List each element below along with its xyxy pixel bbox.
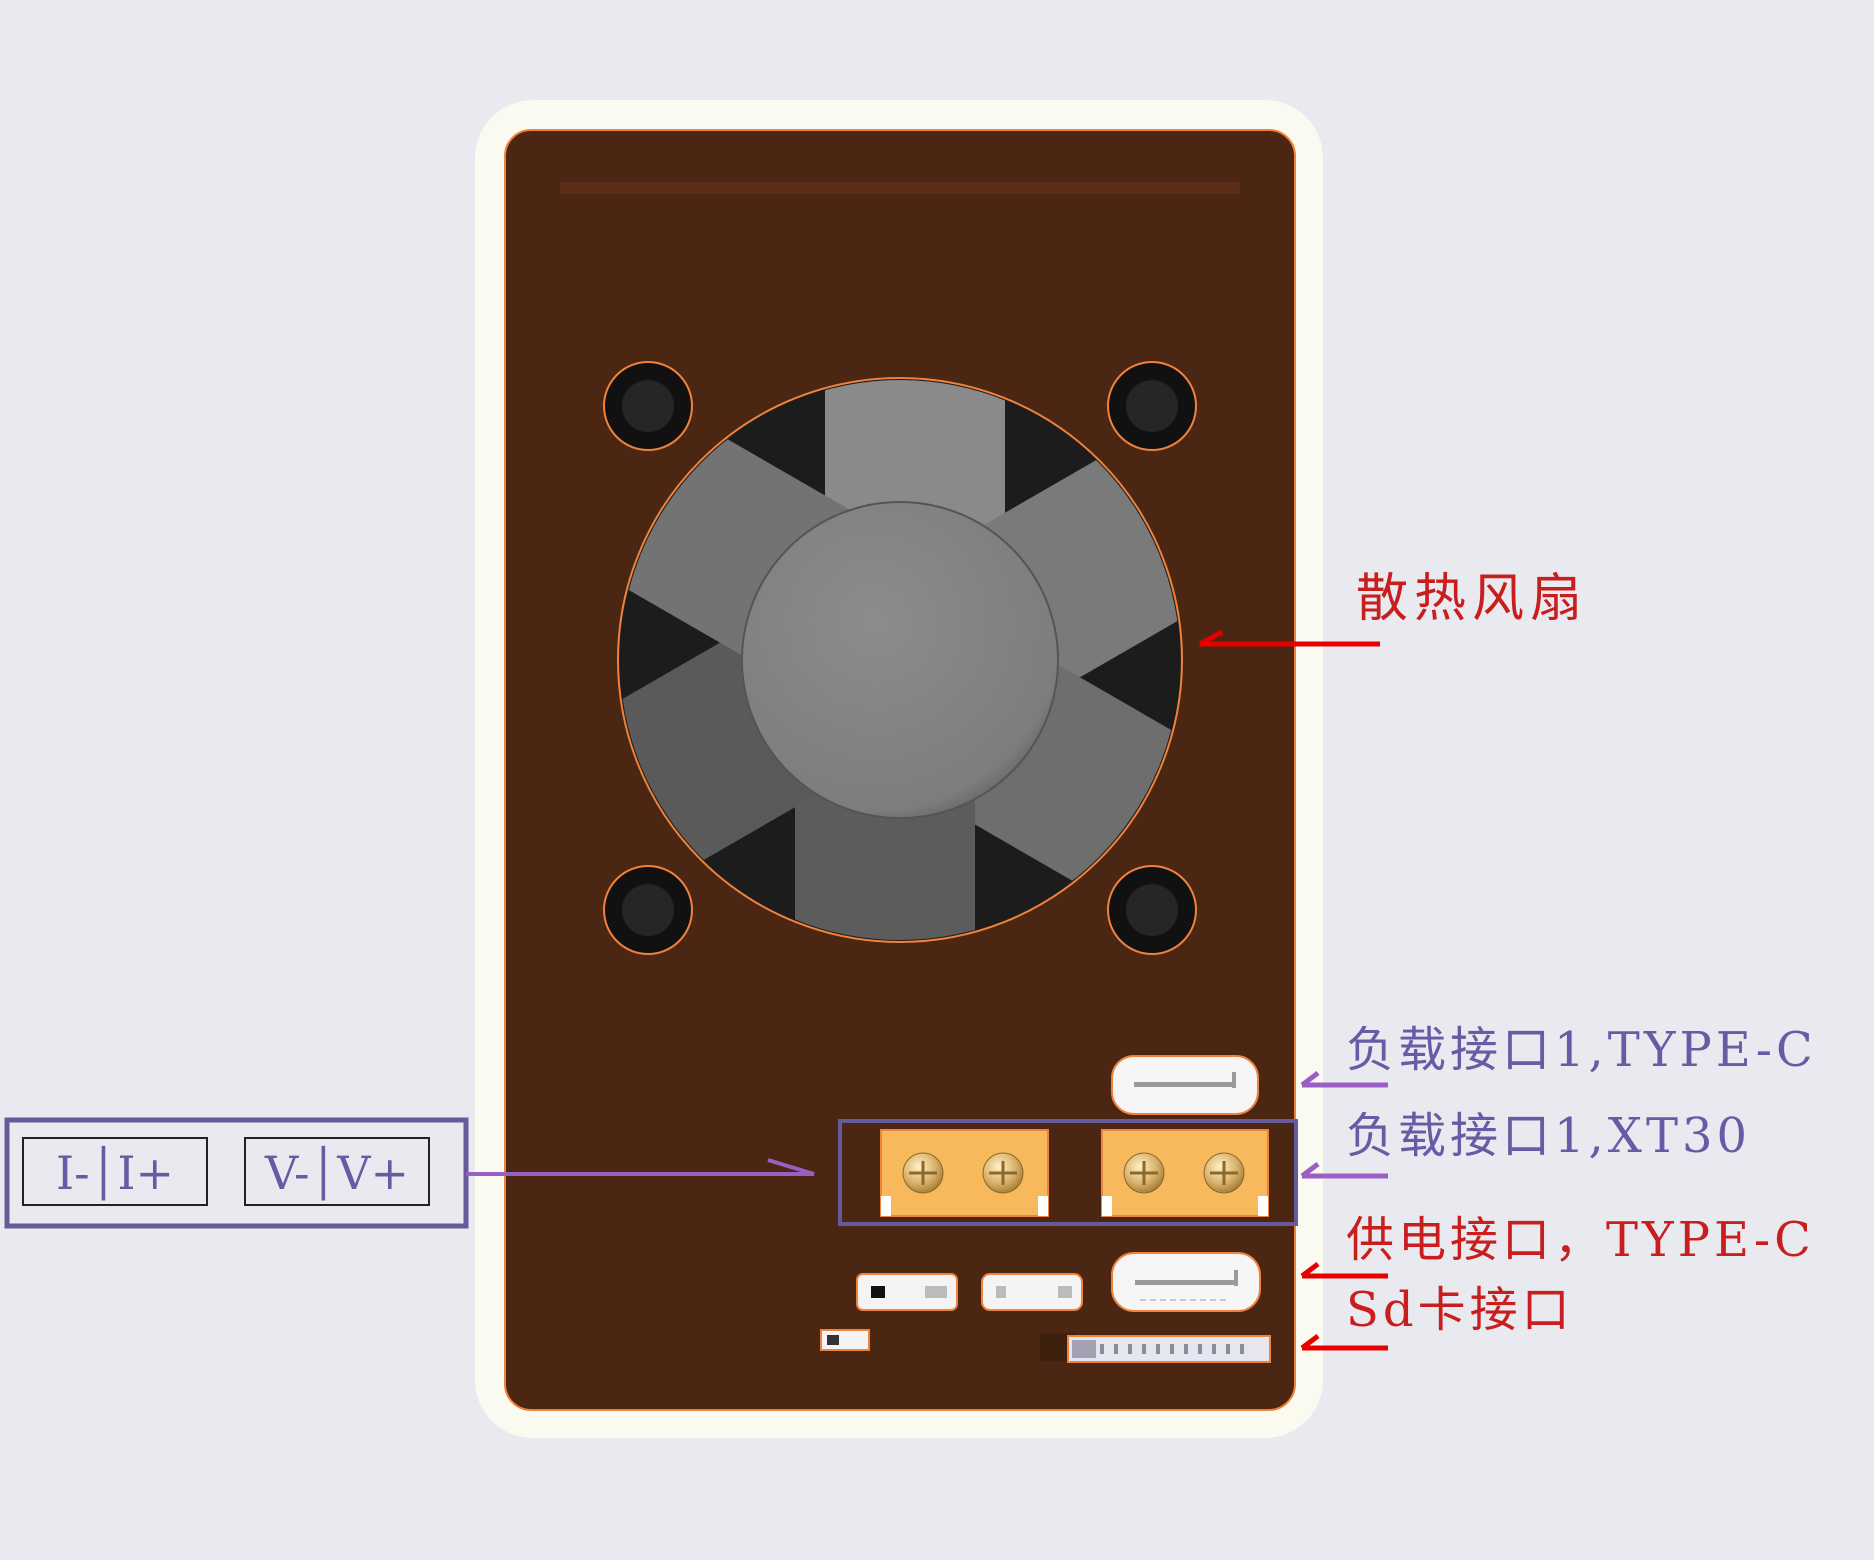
connector-pin — [925, 1286, 947, 1298]
voltage-pins-box — [244, 1137, 430, 1206]
arrow-icon — [1300, 1334, 1320, 1350]
mount-hole-inner — [622, 884, 674, 936]
load-typec-label: 负载接口1,TYPE-C — [1346, 1022, 1817, 1078]
fan-mount-holes — [603, 361, 1197, 955]
fan-label: 散热风扇 — [1356, 569, 1588, 629]
arrow-icon — [1198, 629, 1224, 647]
fan-hub — [741, 501, 1059, 819]
connector-pin — [1058, 1286, 1072, 1298]
xt30-notch — [1258, 1196, 1268, 1216]
xt30-notch — [1038, 1196, 1048, 1216]
xt30-label: 负载接口1,XT30 — [1346, 1108, 1751, 1164]
connector-slot-end — [1234, 1270, 1238, 1286]
power-typec-label: 供电接口，TYPE-C — [1346, 1212, 1815, 1268]
mount-hole-inner — [1126, 380, 1178, 432]
xt30-highlight-frame — [838, 1119, 1298, 1226]
annotation-arrows — [1198, 629, 1388, 1351]
xt30-connectors — [880, 1129, 1269, 1217]
mount-hole-inner — [622, 380, 674, 432]
arrow-icon — [1300, 1071, 1320, 1087]
connector-pin — [996, 1286, 1006, 1298]
sd-latch — [1072, 1340, 1096, 1358]
mount-hole-inner — [1126, 884, 1178, 936]
connector-pin — [871, 1286, 885, 1298]
small-connectors — [820, 1273, 1083, 1351]
connector-icon — [856, 1273, 958, 1311]
connector-icon — [1067, 1335, 1271, 1363]
xt30-notch — [1102, 1196, 1112, 1216]
current-pins-label: I-│I+ — [56, 1145, 174, 1201]
pin-header-callout: I-│I+ V-│V+ — [4, 1117, 815, 1229]
sd-card-label: Sd卡接口 — [1346, 1282, 1574, 1338]
voltage-pins-label: V-│V+ — [264, 1145, 409, 1201]
screw-icon — [1203, 1152, 1245, 1194]
connector-slot — [1135, 1280, 1235, 1285]
load-typec-connector — [1111, 1055, 1259, 1115]
connector-icon — [981, 1273, 1083, 1311]
arrow-icon — [767, 1158, 815, 1176]
power-typec-connector — [1111, 1252, 1261, 1312]
xt30-notch — [881, 1196, 891, 1216]
arrow-icon — [1300, 1262, 1320, 1278]
screw-icon — [982, 1152, 1024, 1194]
component-pad — [827, 1335, 839, 1345]
screw-icon — [1123, 1152, 1165, 1194]
current-pins-box — [22, 1137, 208, 1206]
connector-slot — [1134, 1082, 1234, 1087]
sd-card-slot — [1040, 1333, 1271, 1363]
screw-icon — [902, 1152, 944, 1194]
pcb-top-strip — [560, 182, 1240, 194]
arrow-icon — [1300, 1162, 1320, 1178]
connector-slot-end — [1232, 1072, 1236, 1088]
